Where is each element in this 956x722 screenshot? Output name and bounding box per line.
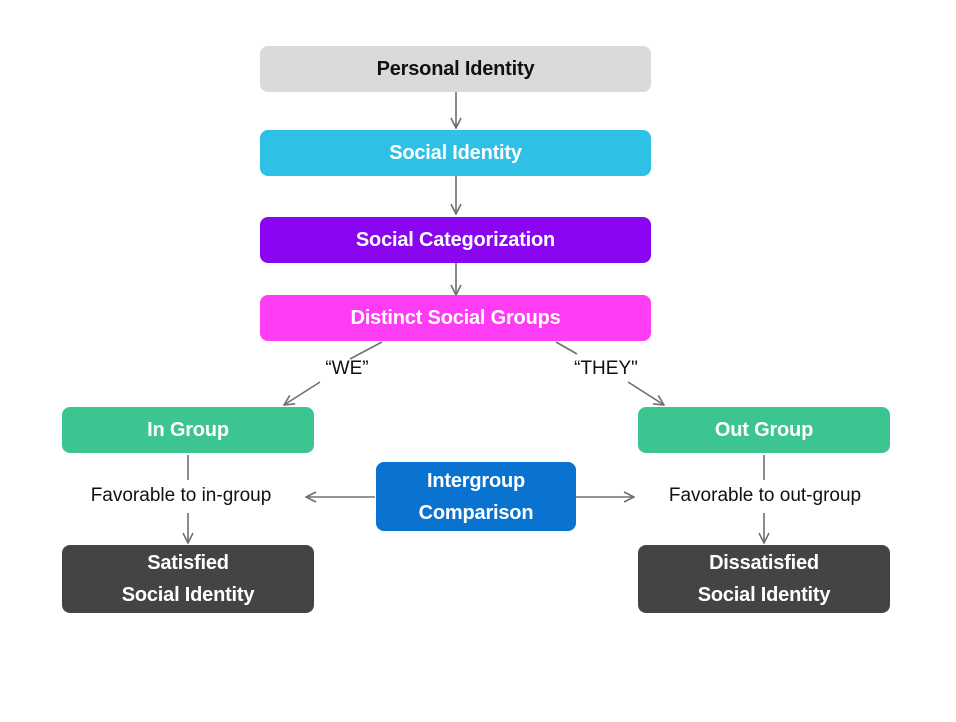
node-dissatisfied-social-identity: Dissatisfied Social Identity [638,545,890,613]
label-favorable-to-in-group: Favorable to in-group [90,485,272,506]
arrow-groups-to-ingroup-b [284,381,321,405]
label-favorable-to-out-group: Favorable to out-group [668,485,862,506]
arrow-groups-to-outgroup-a [555,341,578,355]
node-out-group: Out Group [638,407,890,453]
arrow-groups-to-ingroup-a [349,341,383,360]
label-they: “THEY" [574,358,638,379]
node-in-group: In Group [62,407,314,453]
arrow-groups-to-outgroup-b [627,381,664,405]
node-personal-identity: Personal Identity [260,46,651,92]
node-social-identity: Social Identity [260,130,651,176]
node-distinct-social-groups: Distinct Social Groups [260,295,651,341]
node-social-categorization: Social Categorization [260,217,651,263]
node-satisfied-social-identity: Satisfied Social Identity [62,545,314,613]
label-we: “WE” [325,358,369,379]
node-intergroup-comparison: Intergroup Comparison [376,462,576,531]
